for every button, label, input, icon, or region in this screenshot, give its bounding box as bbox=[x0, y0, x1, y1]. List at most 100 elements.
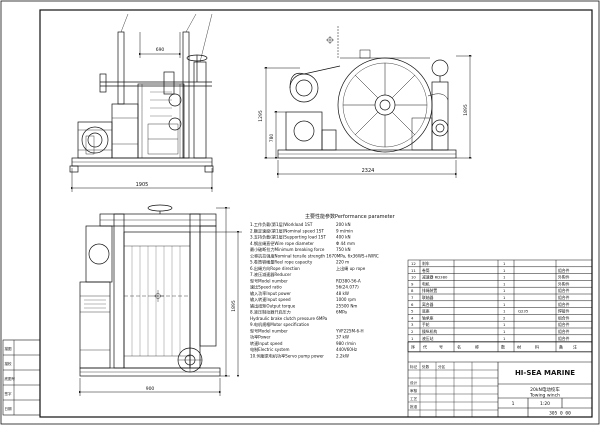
performance-row-label: 型号Model number bbox=[250, 277, 288, 283]
table-cell: 离合器 bbox=[422, 302, 434, 307]
title-block bbox=[407, 341, 593, 418]
margin-label: 底图号 bbox=[5, 376, 16, 381]
table-cell: 2 bbox=[411, 329, 414, 334]
table-cell: 外购件 bbox=[558, 275, 570, 280]
performance-row-value: 750 kN bbox=[336, 247, 351, 252]
performance-row-label: 公称抗拉强度Nominal tensile strength 1670MPa, … bbox=[250, 252, 379, 258]
table-cell: 轴承座 bbox=[422, 315, 434, 320]
drawing-number: 305 0 00 bbox=[549, 411, 571, 417]
dimension-label: 1295 bbox=[258, 110, 264, 122]
front-view-centermark bbox=[152, 290, 164, 302]
side-view bbox=[277, 49, 457, 159]
table-header-cell: 材 bbox=[517, 344, 521, 350]
table-cell: 操纵机构 bbox=[422, 329, 437, 334]
dimension-side bbox=[264, 26, 472, 178]
performance-row-value: 200 kN bbox=[336, 222, 351, 227]
table-header-cell: 料 bbox=[535, 344, 539, 350]
table-cell: 组合件 bbox=[558, 336, 570, 341]
performance-row-label: 最小破断拉力Minimum breaking force bbox=[250, 246, 325, 252]
performance-row-label: 5.卷筒容绳量Reel rope capacity bbox=[250, 259, 313, 265]
dimension-label: 900 bbox=[146, 386, 155, 392]
performance-title: 主要性能参数Performance parameter bbox=[305, 213, 396, 220]
performance-row-label: Hydraulic brake clutch pressure 6MPa bbox=[250, 316, 328, 321]
performance-row-label: 输入转速Input speed bbox=[250, 296, 291, 302]
drum-top bbox=[137, 83, 185, 159]
table-cell: 1 bbox=[503, 336, 506, 341]
performance-row-value: 56(24.077) bbox=[336, 285, 359, 290]
performance-block: 主要性能参数Performance parameter1.工作负载(第1层)Wo… bbox=[250, 213, 396, 358]
table-cell: 组合件 bbox=[558, 288, 570, 293]
table-cell: 3 bbox=[411, 322, 414, 327]
performance-row-value: 9 m/min bbox=[336, 228, 353, 233]
table-cell: 组合件 bbox=[558, 268, 570, 273]
table-cell: 1 bbox=[503, 322, 506, 327]
table-header-cell: 名 bbox=[457, 344, 461, 350]
table-cell: Q235 bbox=[518, 309, 529, 314]
dimension-label: 1905 bbox=[136, 182, 149, 188]
sheet-inner-border bbox=[39, 9, 593, 418]
performance-row-label: 7.液压减速器Reducer bbox=[250, 271, 292, 277]
handwheel-side bbox=[431, 59, 449, 77]
performance-row-label: 2.额定速度(第1层)Nominal speed 1ST bbox=[250, 227, 324, 233]
table-cell: 8 bbox=[411, 288, 414, 293]
margin-label: 日期 bbox=[5, 406, 12, 411]
table-cell: 10 bbox=[411, 275, 416, 280]
table-cell: 手轮 bbox=[422, 322, 430, 327]
table-cell: 12 bbox=[411, 261, 416, 266]
table-cell: 2 bbox=[503, 315, 506, 320]
table-cell: 1 bbox=[411, 336, 414, 341]
performance-row-value: YVF225M-6-H bbox=[335, 328, 364, 333]
table-cell: 联轴器 bbox=[422, 295, 434, 300]
table-header-cell: 称 bbox=[475, 344, 479, 350]
dimension-label: 690 bbox=[156, 47, 165, 53]
performance-row-label: 8.液压制动器开启压力 bbox=[250, 309, 291, 315]
table-header-cell: 代 bbox=[423, 344, 427, 350]
parts-table-grid bbox=[407, 259, 593, 352]
performance-row-label: 转速Input speed bbox=[250, 340, 283, 346]
performance-row-label: 功率Power bbox=[250, 334, 271, 340]
dimension-front bbox=[78, 206, 242, 396]
performance-row-label: 速比Speed ratio bbox=[250, 284, 282, 290]
table-cell: 1 bbox=[503, 302, 506, 307]
title-row-label: 工艺 bbox=[410, 396, 418, 401]
performance-row-value: RD380-56-A bbox=[336, 278, 361, 283]
table-cell: 组合件 bbox=[558, 302, 570, 307]
performance-row-label: 电制Electric system bbox=[250, 346, 289, 352]
table-header-cell: 数 bbox=[501, 344, 505, 350]
performance-row-label: 10.伺服泵电机功率Servo pump power bbox=[250, 352, 324, 358]
table-cell: 组合件 bbox=[558, 329, 570, 334]
side-view-centermark bbox=[326, 36, 334, 44]
performance-row-label: 输入功率Input power bbox=[250, 290, 291, 296]
performance-row-value: 37 kW bbox=[336, 335, 349, 340]
margin-label: 描图 bbox=[5, 346, 12, 351]
performance-row-value: 2.2kW bbox=[336, 353, 349, 358]
company-name: HI-SEA MARINE bbox=[515, 369, 575, 377]
table-cell: 减速器 RD380 bbox=[422, 275, 448, 280]
table-cell: 1 bbox=[503, 268, 506, 273]
performance-row-label: 6.出绳方向Rope direction bbox=[250, 265, 300, 271]
table-cell: 刹车 bbox=[422, 261, 430, 266]
performance-row-value: 440V60Hz bbox=[336, 347, 357, 352]
table-header-cell: 号 bbox=[439, 344, 443, 350]
title-row-label: 批准 bbox=[410, 404, 418, 409]
performance-row-value: 400 kN bbox=[336, 235, 351, 240]
table-cell: 焊接件 bbox=[558, 309, 570, 314]
table-cell: 5 bbox=[411, 309, 414, 314]
performance-row-label: 4.钢丝绳直径Wire rope diameter bbox=[250, 240, 314, 246]
table-header-cell: 注 bbox=[573, 344, 577, 350]
parts-table-header: 序代号名称数材料备注 bbox=[411, 344, 577, 350]
dimension-label: 1895 bbox=[463, 104, 469, 116]
table-cell: 9 bbox=[411, 281, 414, 286]
title-row-label: 分区 bbox=[438, 364, 446, 369]
performance-row-value: 上出绳 up rope bbox=[336, 265, 366, 271]
performance-row-value: Φ 44 mm bbox=[336, 241, 355, 246]
drawing-title-cn: 20kN电动绞车 bbox=[530, 386, 560, 393]
dimension-label: 2324 bbox=[362, 168, 375, 174]
performance-row-value: 48 kW bbox=[336, 291, 349, 296]
